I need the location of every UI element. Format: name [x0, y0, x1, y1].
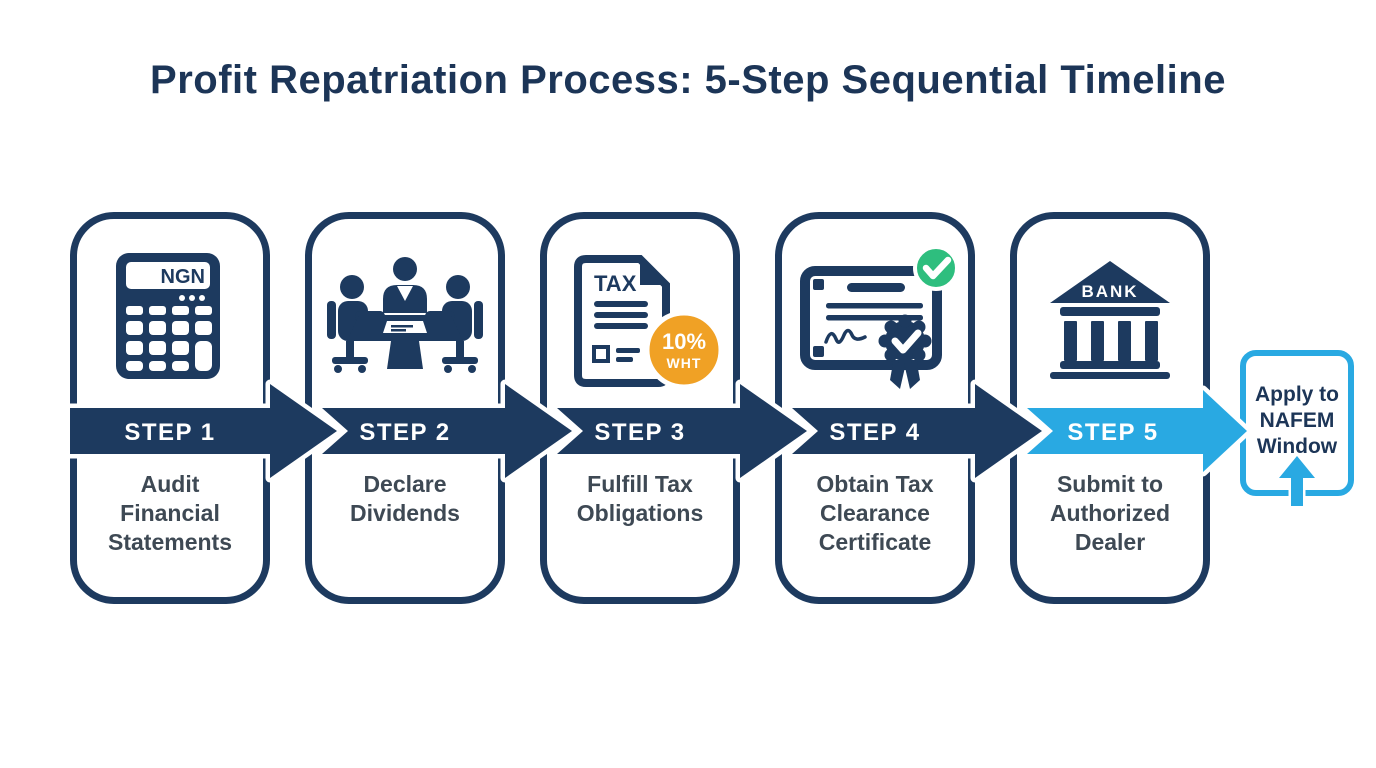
arrow-up-icon	[1277, 454, 1317, 506]
step-4-arrow	[787, 379, 1047, 483]
step-description: Obtain Tax Clearance Certificate	[816, 471, 934, 555]
nafem-window-label: Apply to NAFEM Window	[1255, 383, 1339, 458]
calculator-icon: NGN	[116, 253, 220, 384]
wht-badge-rate: 10%	[662, 329, 706, 354]
step-1-arrow	[65, 379, 342, 483]
step-1-label: STEP 1	[124, 419, 215, 446]
calculator-display-label: NGN	[161, 266, 205, 288]
step-2-arrow	[317, 379, 577, 483]
board-meeting-icon	[325, 255, 485, 388]
certificate-icon	[799, 245, 959, 396]
bank-pediment-label: BANK	[1081, 282, 1138, 301]
step-2-label: STEP 2	[359, 419, 450, 446]
step-description: Submit to Authorized Dealer	[1049, 471, 1171, 555]
approved-check-icon	[913, 245, 959, 291]
page-title: Profit Repatriation Process: 5-Step Sequ…	[150, 58, 1226, 102]
step-3-arrow	[552, 379, 812, 483]
step-description: Fulfill Tax Obligations	[576, 471, 704, 526]
tax-doc-label: TAX	[594, 271, 637, 296]
timeline-arrows: STEP 1 STEP 2 STEP 3 STEP 4 STEP 5	[65, 379, 1252, 483]
step-3-label: STEP 3	[594, 419, 685, 446]
bank-icon: BANK	[1048, 261, 1172, 384]
wht-badge-label: WHT	[667, 355, 702, 371]
tax-document-icon: TAX 10% WHT	[566, 255, 724, 392]
rosette-seal	[878, 314, 932, 389]
step-5-arrow	[1022, 385, 1252, 477]
step-description: Audit Financial Statements	[108, 471, 232, 555]
step-description: Declare Dividends	[350, 471, 460, 526]
step-4-label: STEP 4	[829, 419, 920, 446]
step-5-label: STEP 5	[1067, 419, 1158, 446]
